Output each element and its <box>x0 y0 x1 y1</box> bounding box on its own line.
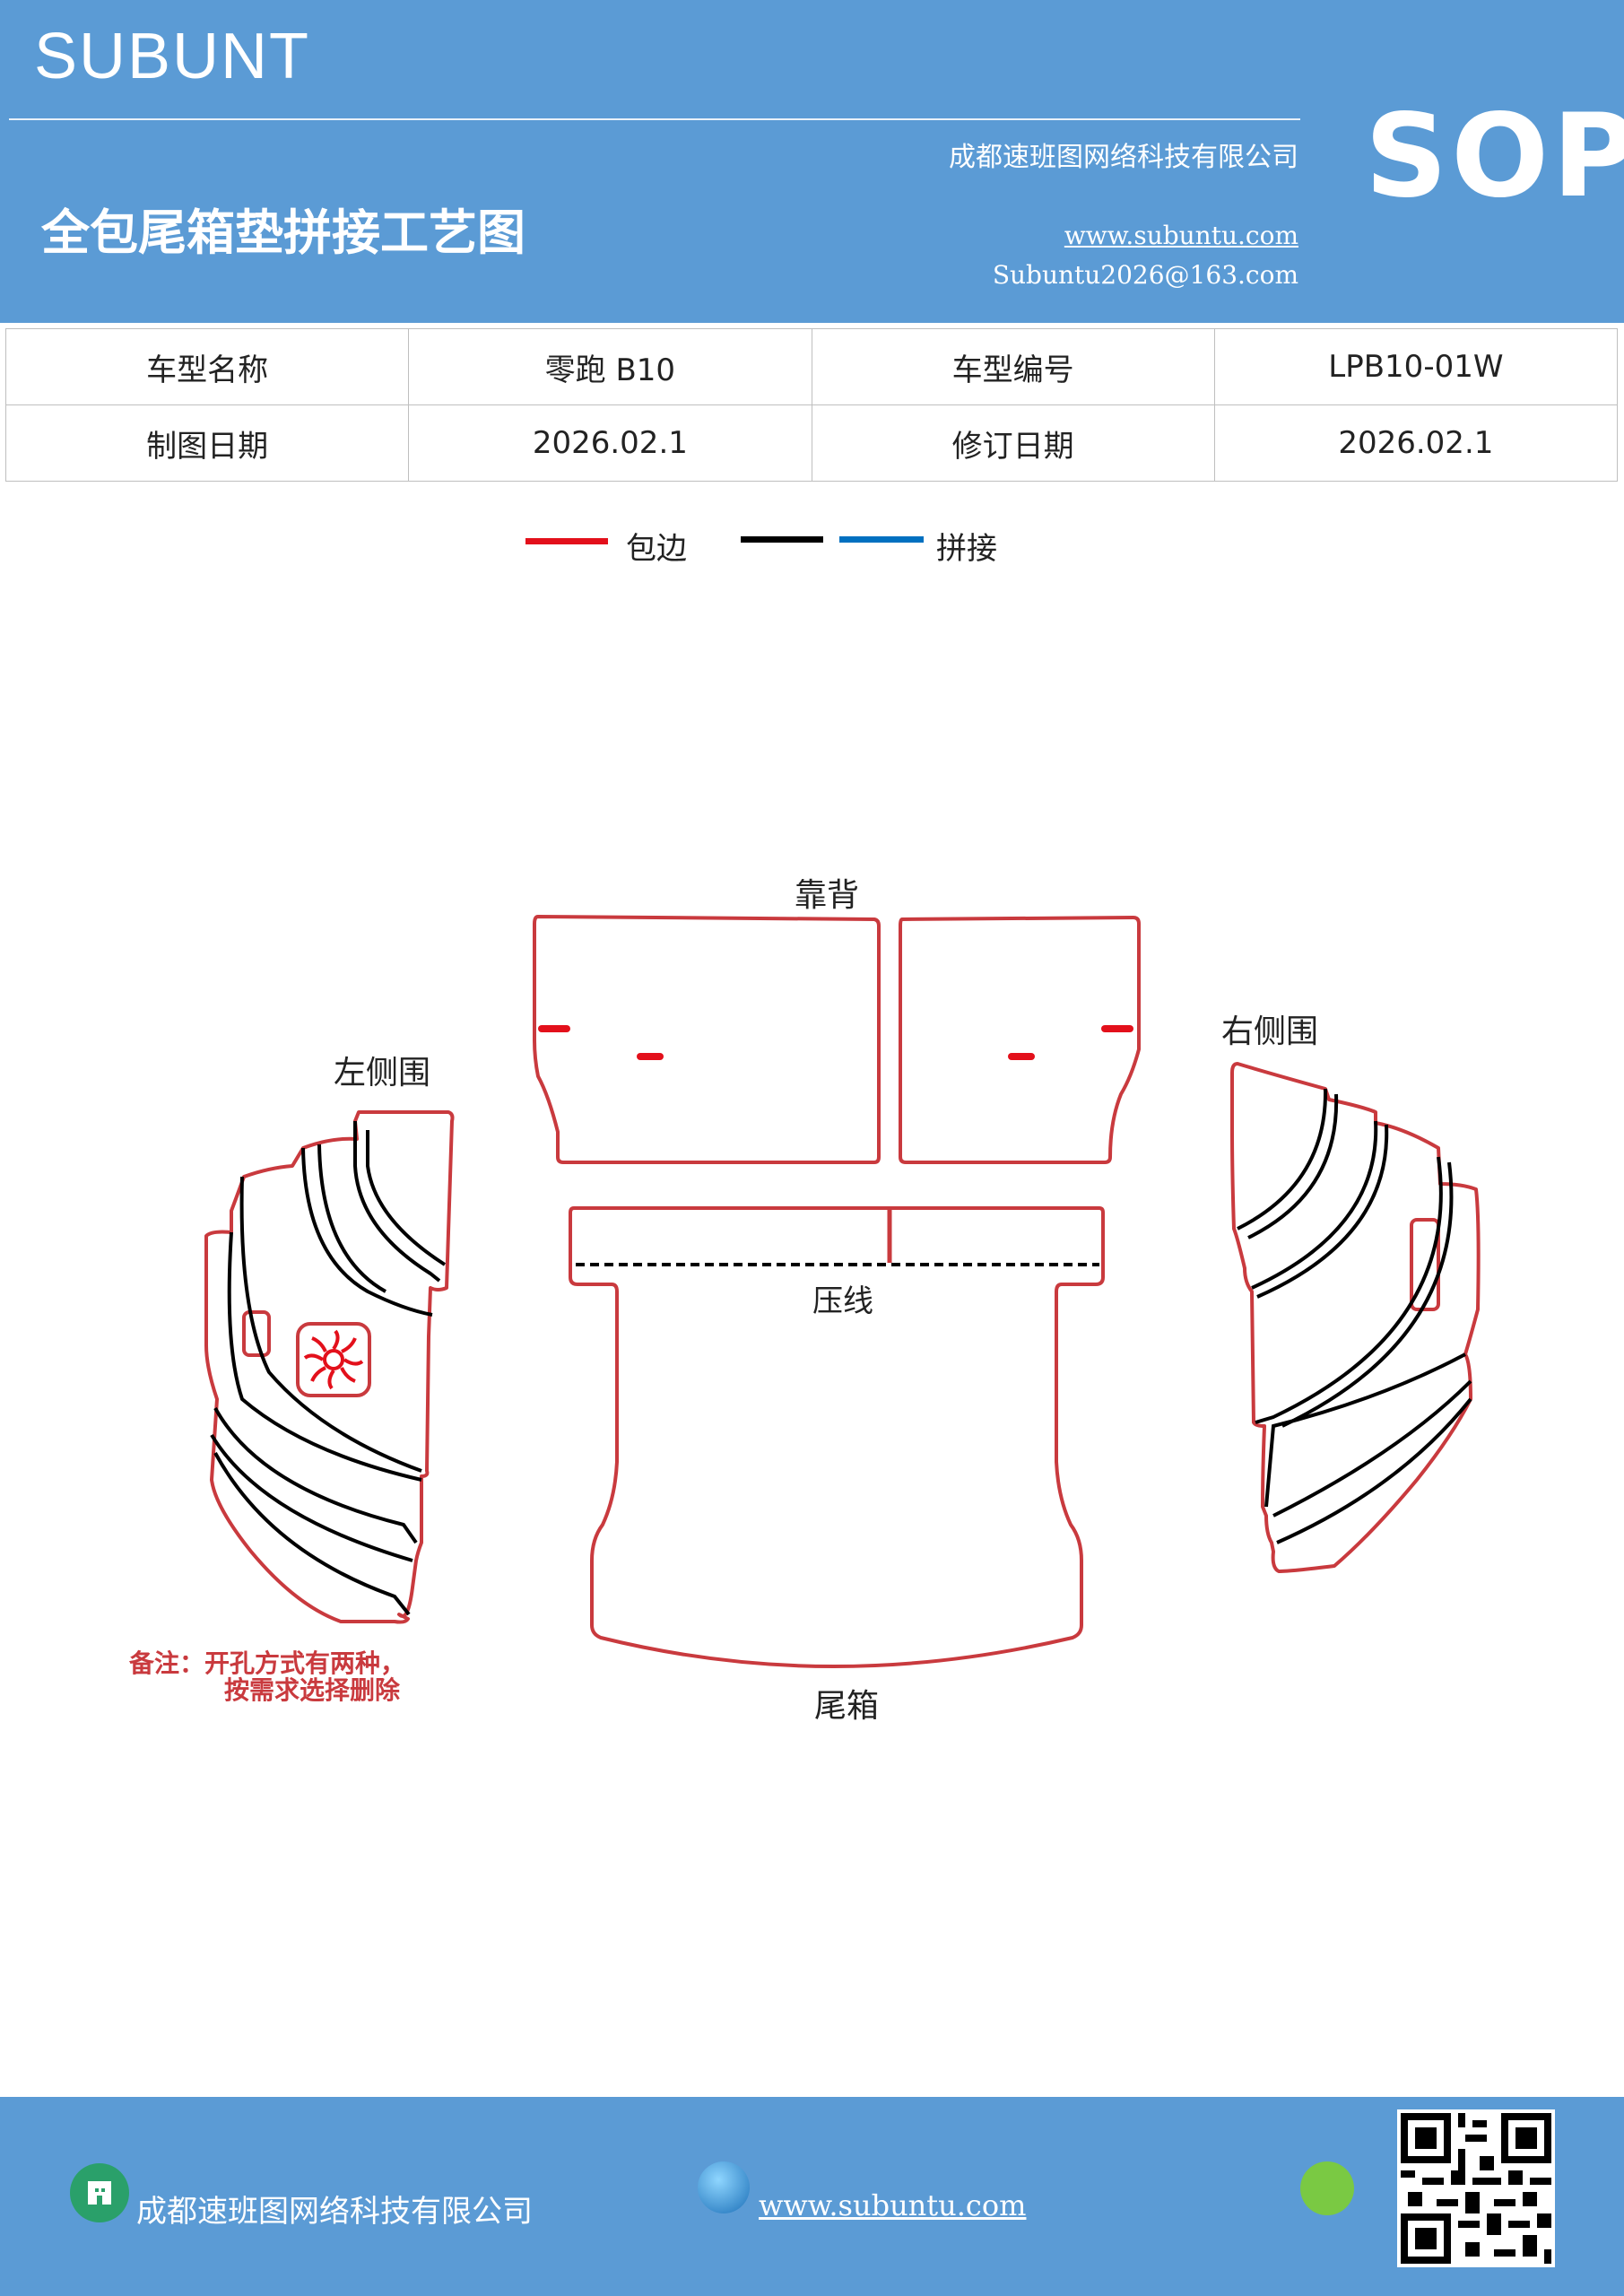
note-line-2: 按需求选择删除 <box>224 1675 401 1705</box>
table-cell-value: LPB10-01W <box>1213 328 1619 405</box>
table-cell-label: 车型编号 <box>811 328 1215 405</box>
table-cell-label: 修订日期 <box>811 404 1215 482</box>
note-line-1: 备注：开孔方式有两种， <box>128 1648 405 1678</box>
footer-company-name: 成都速班图网络科技有限公司 <box>136 2194 533 2230</box>
left-seam-6 <box>227 1231 422 1482</box>
label-crease: 压线 <box>812 1283 873 1319</box>
legend-label-binding: 包边 <box>626 531 687 567</box>
right-seam-9 <box>1276 1397 1472 1544</box>
header-divider <box>9 118 1300 120</box>
right-seam-7 <box>1264 1352 1466 1508</box>
legend-swatch-binding <box>525 538 608 544</box>
label-backrest: 靠背 <box>795 877 859 914</box>
legend: 包边 拼接 <box>0 502 1624 592</box>
table-row: 制图日期 2026.02.1 修订日期 2026.02.1 <box>4 404 1619 482</box>
label-left-side-wall: 左侧围 <box>334 1055 430 1091</box>
legend-swatch-seam-black <box>741 536 823 543</box>
globe-icon <box>698 2161 750 2213</box>
right-side-wall-panel <box>1230 1062 1481 1573</box>
label-trunk: 尾箱 <box>814 1688 879 1725</box>
right-seam-2 <box>1247 1093 1339 1239</box>
left-seam-2 <box>366 1130 447 1266</box>
right-seam-4 <box>1256 1124 1389 1299</box>
header-banner: SUBUNT 成都速班图网络科技有限公司 全包尾箱垫拼接工艺图 www.subu… <box>0 0 1624 323</box>
left-seam-9 <box>213 1452 411 1616</box>
header-website-link[interactable]: www.subuntu.com <box>1064 221 1298 250</box>
right-seam-8 <box>1272 1379 1472 1518</box>
brand-logo-text: SUBUNT <box>34 21 311 92</box>
table-cell-value: 2026.02.1 <box>1213 404 1619 482</box>
building-icon <box>70 2163 129 2222</box>
left-side-emblem-sun-icon <box>303 1329 364 1390</box>
left-seam-5 <box>239 1176 422 1473</box>
table-cell-label: 车型名称 <box>4 328 410 405</box>
right-seam-1 <box>1237 1088 1328 1231</box>
footer-website-link[interactable]: www.subuntu.com <box>759 2188 1027 2222</box>
left-side-emblem-frame <box>296 1322 371 1397</box>
backrest-right-panel <box>899 916 1141 1164</box>
footer-banner: 成都速班图网络科技有限公司 www.subuntu.com <box>0 2097 1624 2296</box>
table-row: 车型名称 零跑 B10 车型编号 LPB10-01W <box>4 328 1619 405</box>
left-seam-7 <box>213 1407 418 1544</box>
header-email: Subuntu2026@163.com <box>992 260 1298 290</box>
left-seam-4 <box>317 1144 386 1293</box>
right-seam-5 <box>1255 1156 1443 1424</box>
sop-badge: SOP <box>1365 90 1624 223</box>
legend-swatch-seam-blue <box>839 536 924 543</box>
table-cell-label: 制图日期 <box>4 404 410 482</box>
trunk-mat-diagram: 靠背 左侧围 右侧围 压线 尾箱 备注：开孔方式有两种， 按需求选择删除 <box>128 877 1481 1725</box>
left-seam-1 <box>353 1121 441 1283</box>
legend-label-seam: 拼接 <box>936 531 997 567</box>
qr-code-image <box>1397 2109 1555 2267</box>
right-seam-6 <box>1281 1161 1454 1428</box>
left-seam-3 <box>301 1147 433 1317</box>
backrest-left-panel <box>533 915 881 1164</box>
document-title: 全包尾箱垫拼接工艺图 <box>41 204 525 261</box>
info-table: 车型名称 零跑 B10 车型编号 LPB10-01W 制图日期 2026.02.… <box>4 328 1619 482</box>
table-cell-value: 零跑 B10 <box>408 328 812 405</box>
label-right-side-wall: 右侧围 <box>1221 1013 1318 1050</box>
right-side-pocket <box>1410 1218 1440 1311</box>
left-side-pocket <box>242 1310 271 1357</box>
header-company-name: 成都速班图网络科技有限公司 <box>949 142 1298 173</box>
trunk-floor-panel <box>569 1206 1105 1668</box>
wechat-icon <box>1300 2161 1354 2215</box>
table-cell-value: 2026.02.1 <box>408 404 812 482</box>
right-seam-3 <box>1251 1120 1378 1290</box>
left-seam-8 <box>210 1433 413 1562</box>
